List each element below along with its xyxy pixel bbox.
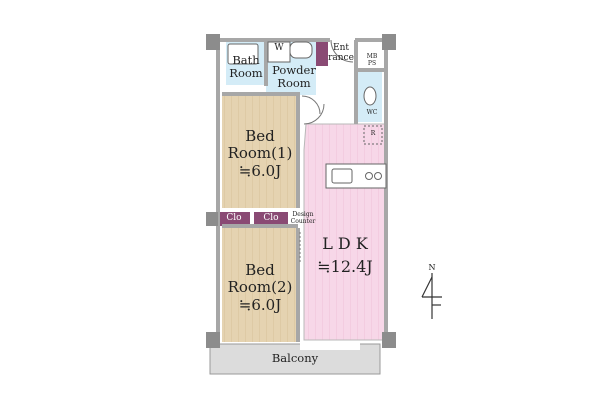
compass-north-label: N bbox=[428, 263, 436, 272]
refrigerator-label: R bbox=[370, 130, 376, 137]
closet-1 bbox=[218, 212, 250, 226]
stove-burner bbox=[365, 172, 373, 180]
bath-room-label: Bath Room bbox=[229, 53, 263, 81]
closet-2 bbox=[254, 212, 288, 226]
wc-label: WC bbox=[366, 109, 378, 116]
entrance-label: Ent rance bbox=[328, 43, 354, 63]
pillar bbox=[206, 332, 220, 348]
stove-burner bbox=[374, 172, 382, 180]
bedroom-1-label: Bed Room(1) ≒6.0J bbox=[227, 127, 293, 180]
compass: N bbox=[417, 263, 447, 320]
pillar bbox=[382, 332, 396, 348]
toilet bbox=[363, 86, 377, 106]
powder-room-label: Powder Room bbox=[272, 63, 316, 91]
washer-box bbox=[267, 41, 291, 63]
bathtub bbox=[227, 43, 259, 65]
north-arrow-icon bbox=[421, 273, 442, 319]
design-counter-label: Design Counter bbox=[290, 211, 316, 225]
washer-label: W bbox=[274, 43, 284, 53]
bedroom-1-floor bbox=[222, 96, 298, 208]
sink bbox=[289, 41, 313, 59]
kitchen-sink bbox=[331, 168, 353, 184]
refrigerator-box bbox=[363, 125, 383, 145]
pillar bbox=[206, 34, 220, 50]
bedroom-2-floor bbox=[222, 228, 298, 342]
bedroom-2-label: Bed Room(2) ≒6.0J bbox=[227, 261, 293, 314]
doors bbox=[299, 39, 354, 262]
pillar bbox=[382, 34, 396, 50]
mb-ps-label: MB PS bbox=[366, 53, 378, 67]
balcony-label: Balcony bbox=[271, 351, 319, 365]
shoe-cabinet bbox=[316, 40, 328, 66]
closet-1-label: Clo bbox=[226, 213, 242, 223]
ldk-label: L D K ≒12.4J bbox=[317, 234, 373, 277]
pillar bbox=[206, 212, 218, 226]
closet-2-label: Clo bbox=[263, 213, 279, 223]
